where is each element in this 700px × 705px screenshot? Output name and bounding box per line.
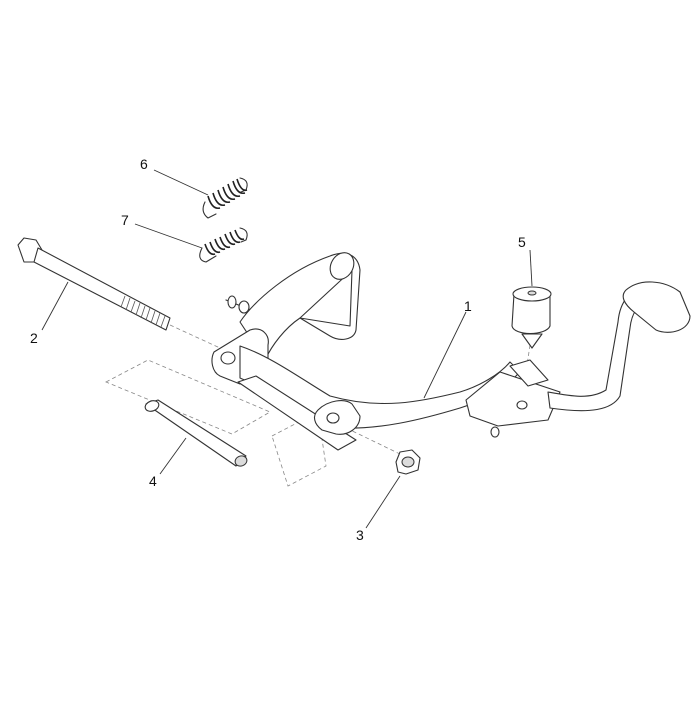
part-3-nut [395, 449, 421, 475]
callout-leaders [41, 169, 533, 529]
part-4-pin [144, 399, 248, 467]
callout-3: 3 [356, 527, 364, 543]
callout-6: 6 [140, 156, 148, 172]
part-2-bolt [17, 237, 171, 331]
part-7-spring [199, 227, 248, 263]
part-6-spring [202, 177, 248, 219]
part-5-rubber-stop [511, 286, 552, 349]
callout-labels: 1 2 3 4 5 6 7 [30, 156, 526, 543]
callout-4: 4 [149, 473, 157, 489]
callout-2: 2 [30, 330, 38, 346]
callout-7: 7 [121, 212, 129, 228]
part-1-stand-frame [211, 252, 691, 451]
callout-5: 5 [518, 234, 526, 250]
callout-1: 1 [464, 298, 472, 314]
